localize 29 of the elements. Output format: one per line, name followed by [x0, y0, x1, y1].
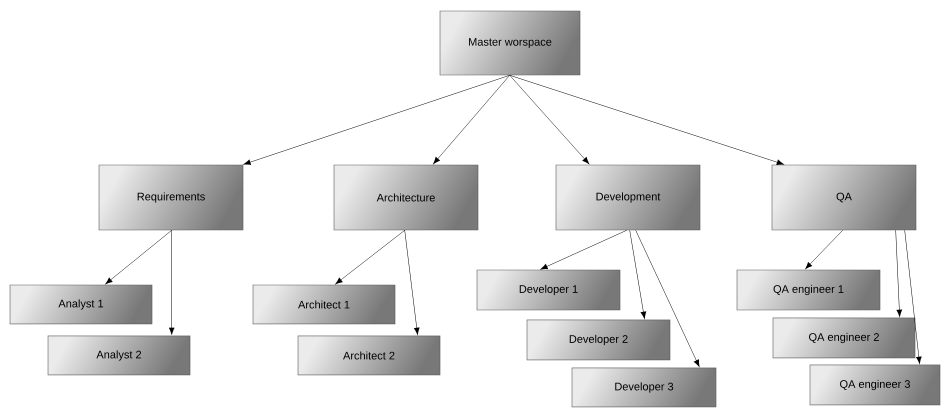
workspace-box: Developer 1: [476, 270, 620, 310]
workspace-box: Development: [556, 164, 700, 230]
workspace-box: QA engineer 1: [736, 270, 880, 310]
arrow: [335, 230, 405, 284]
workspace-box: Analyst 2: [48, 336, 190, 376]
workspace-box: Developer 3: [572, 368, 716, 408]
workspace-box: Master worspace: [440, 10, 580, 76]
arrow: [509, 75, 590, 164]
workspace-box: QA engineer 3: [810, 364, 940, 406]
workspace-box: Architect 2: [298, 336, 440, 376]
arrow: [805, 230, 843, 270]
arrow: [168, 230, 175, 335]
arrow: [243, 75, 510, 165]
workspace-box: Developer 2: [526, 320, 670, 360]
arrow: [540, 230, 627, 270]
workspace-box: Requirements: [98, 164, 244, 230]
workspace-box: Architect 1: [252, 284, 396, 324]
arrow: [635, 230, 700, 367]
arrow: [629, 230, 646, 319]
arrow: [105, 230, 172, 284]
workspace-box: QA: [772, 164, 916, 230]
workspace-box: Architecture: [334, 164, 478, 230]
arrow: [433, 75, 510, 164]
arrow: [509, 75, 784, 165]
arrow: [895, 230, 902, 317]
arrow: [404, 230, 420, 335]
workspace-box: Analyst 1: [10, 284, 152, 324]
arrow: [904, 230, 922, 364]
workspace-box: QA engineer 2: [772, 318, 916, 358]
